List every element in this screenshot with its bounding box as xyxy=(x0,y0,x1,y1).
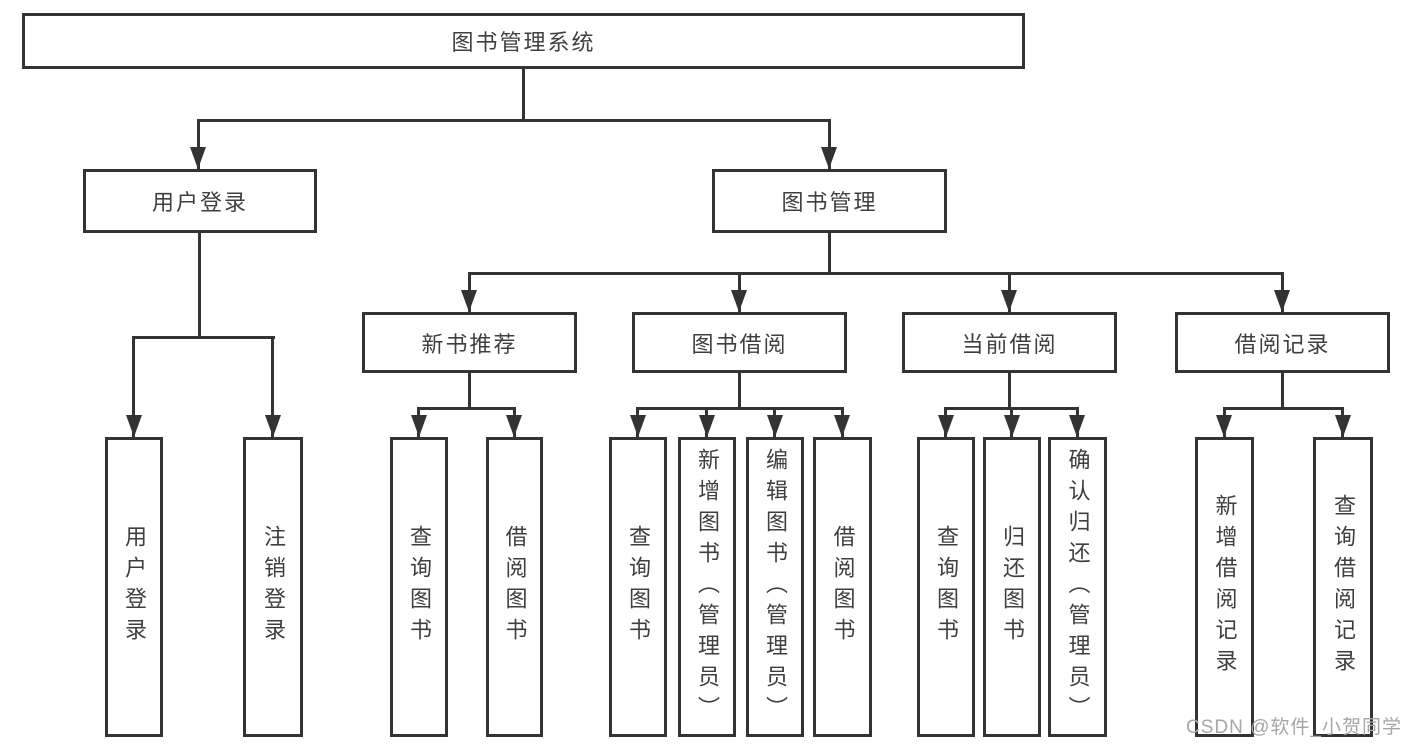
connector-line xyxy=(468,272,1284,275)
connector-line xyxy=(132,336,275,339)
node-new-book-recommend: 新书推荐 xyxy=(362,312,577,373)
node-current-borrowing: 当前借阅 xyxy=(902,312,1117,373)
connector-line xyxy=(828,119,831,169)
connector-line xyxy=(198,230,201,339)
node-library-management-system: 图书管理系统 xyxy=(22,13,1025,69)
connector-line xyxy=(417,407,516,410)
connector-line xyxy=(197,119,200,169)
node-user-login: 用户登录 xyxy=(83,169,317,233)
connector-line xyxy=(271,336,274,437)
arrowhead-down-icon xyxy=(126,415,142,437)
node-label: 编辑图书（管理员） xyxy=(763,447,788,727)
node-label: 查询图书 xyxy=(626,525,651,649)
node-label: 新增图书（管理员） xyxy=(695,447,720,727)
node-book-borrowing: 图书借阅 xyxy=(632,312,847,373)
node-label: 确认归还（管理员） xyxy=(1065,447,1091,727)
arrowhead-down-icon xyxy=(190,147,206,169)
node-label: 新书推荐 xyxy=(421,331,518,357)
arrowhead-down-icon xyxy=(461,290,477,312)
arrowhead-down-icon xyxy=(1069,415,1085,437)
node-label: 借阅记录 xyxy=(1234,331,1331,357)
node-label: 图书管理系统 xyxy=(451,30,596,55)
arrowhead-down-icon xyxy=(834,415,850,437)
node-label: 查询借阅记录 xyxy=(1331,494,1356,680)
arrowhead-down-icon xyxy=(411,415,427,437)
connector-line xyxy=(522,66,525,122)
node-logout: 注销登录 xyxy=(243,437,303,737)
connector-line xyxy=(636,407,844,410)
node-confirm-return-admin: 确认归还（管理员） xyxy=(1048,437,1107,737)
arrowhead-down-icon xyxy=(1274,290,1290,312)
node-label: 图书管理 xyxy=(781,190,878,215)
node-borrow-books: 借阅图书 xyxy=(813,437,872,737)
connector-line xyxy=(1008,370,1011,410)
connector-line xyxy=(132,336,135,437)
node-label: 新增借阅记录 xyxy=(1212,494,1238,680)
node-label: 图书借阅 xyxy=(691,331,788,357)
arrowhead-down-icon xyxy=(1216,415,1232,437)
node-label: 注销登录 xyxy=(261,525,286,649)
node-query-borrow-record: 查询借阅记录 xyxy=(1313,437,1373,737)
node-return-books: 归还图书 xyxy=(983,437,1041,737)
arrowhead-down-icon xyxy=(506,415,522,437)
node-add-borrow-record: 新增借阅记录 xyxy=(1195,437,1254,737)
csdn-watermark: CSDN @软件_小贺同学 xyxy=(1186,717,1402,738)
node-add-books-admin: 新增图书（管理员） xyxy=(678,437,736,737)
arrowhead-down-icon xyxy=(821,147,837,169)
node-label: 归还图书 xyxy=(1000,525,1025,649)
node-borrow-books-recommend: 借阅图书 xyxy=(486,437,543,737)
node-book-management: 图书管理 xyxy=(712,169,947,233)
arrowhead-down-icon xyxy=(767,415,783,437)
arrowhead-down-icon xyxy=(731,290,747,312)
connector-line xyxy=(738,370,741,410)
arrowhead-down-icon xyxy=(265,415,281,437)
node-label: 借阅图书 xyxy=(830,525,856,649)
node-borrowing-records: 借阅记录 xyxy=(1175,312,1390,373)
node-label: 用户登录 xyxy=(151,190,248,215)
arrowhead-down-icon xyxy=(630,415,646,437)
node-label: 借阅图书 xyxy=(502,525,528,649)
arrowhead-down-icon xyxy=(1001,290,1017,312)
connector-line xyxy=(828,230,831,275)
arrowhead-down-icon xyxy=(1335,415,1351,437)
connector-line xyxy=(468,370,471,410)
node-label: 查询图书 xyxy=(407,525,432,649)
node-edit-books-admin: 编辑图书（管理员） xyxy=(746,437,804,737)
arrowhead-down-icon xyxy=(1004,415,1020,437)
connector-line xyxy=(197,119,831,122)
node-query-books-borrowing: 查询图书 xyxy=(609,437,667,737)
node-query-books-current: 查询图书 xyxy=(917,437,975,737)
node-query-books-recommend: 查询图书 xyxy=(390,437,448,737)
connector-line xyxy=(1281,370,1284,410)
node-label: 用户登录 xyxy=(122,525,147,649)
node-label: 当前借阅 xyxy=(961,331,1058,357)
node-user-login-leaf: 用户登录 xyxy=(105,437,163,737)
connector-line xyxy=(1223,407,1344,410)
arrowhead-down-icon xyxy=(938,415,954,437)
node-label: 查询图书 xyxy=(934,525,959,649)
arrowhead-down-icon xyxy=(699,415,715,437)
